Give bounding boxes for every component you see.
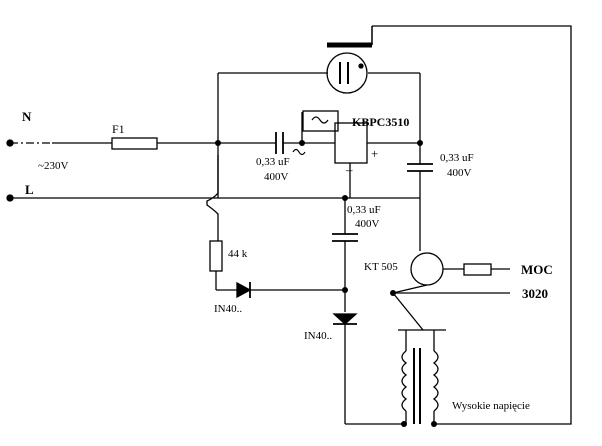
terminal-l bbox=[6, 194, 14, 202]
label-hv: Wysokie napięcie bbox=[452, 400, 530, 412]
capacitor-2 bbox=[407, 143, 433, 251]
diode-2-icon bbox=[332, 313, 404, 425]
trigger-wire bbox=[372, 25, 572, 425]
label-cap2-voltage: 400V bbox=[447, 167, 472, 179]
capacitor-3 bbox=[332, 198, 358, 312]
label-cap1-voltage: 400V bbox=[264, 171, 289, 183]
label-n: N bbox=[22, 109, 32, 124]
terminal-n bbox=[6, 139, 14, 147]
junction-dots bbox=[215, 140, 437, 427]
label-bridge: KBPC3510 bbox=[352, 115, 410, 129]
label-fuse: F1 bbox=[112, 122, 125, 136]
transistor-icon bbox=[392, 252, 510, 331]
label-diode1: IN40.. bbox=[214, 303, 243, 315]
label-moc-line1: MOC bbox=[521, 262, 553, 277]
flash-tube-icon bbox=[326, 26, 373, 94]
label-l: L bbox=[25, 182, 34, 197]
label-resistor: 44 k bbox=[228, 248, 248, 260]
label-transistor: KT 505 bbox=[364, 261, 398, 273]
label-voltage: ~230V bbox=[38, 160, 69, 172]
top-bus bbox=[217, 72, 421, 198]
hv-transformer-icon bbox=[398, 329, 446, 424]
capacitor-1 bbox=[275, 132, 335, 154]
label-bridge-minus: – bbox=[346, 162, 353, 177]
diode-1-icon bbox=[236, 281, 252, 299]
bridge-rectifier bbox=[292, 110, 420, 198]
label-cap3-voltage: 400V bbox=[355, 218, 380, 230]
label-cap2-value: 0,33 uF bbox=[440, 152, 474, 164]
gate-resistor bbox=[463, 263, 510, 276]
label-moc-line2: 3020 bbox=[522, 286, 548, 301]
fuse-f1 bbox=[111, 137, 158, 150]
label-diode2: IN40.. bbox=[304, 330, 333, 342]
label-cap1-value: 0,33 uF bbox=[256, 156, 290, 168]
label-cap3-value: 0,33 uF bbox=[347, 204, 381, 216]
label-bridge-plus: + bbox=[371, 146, 379, 161]
